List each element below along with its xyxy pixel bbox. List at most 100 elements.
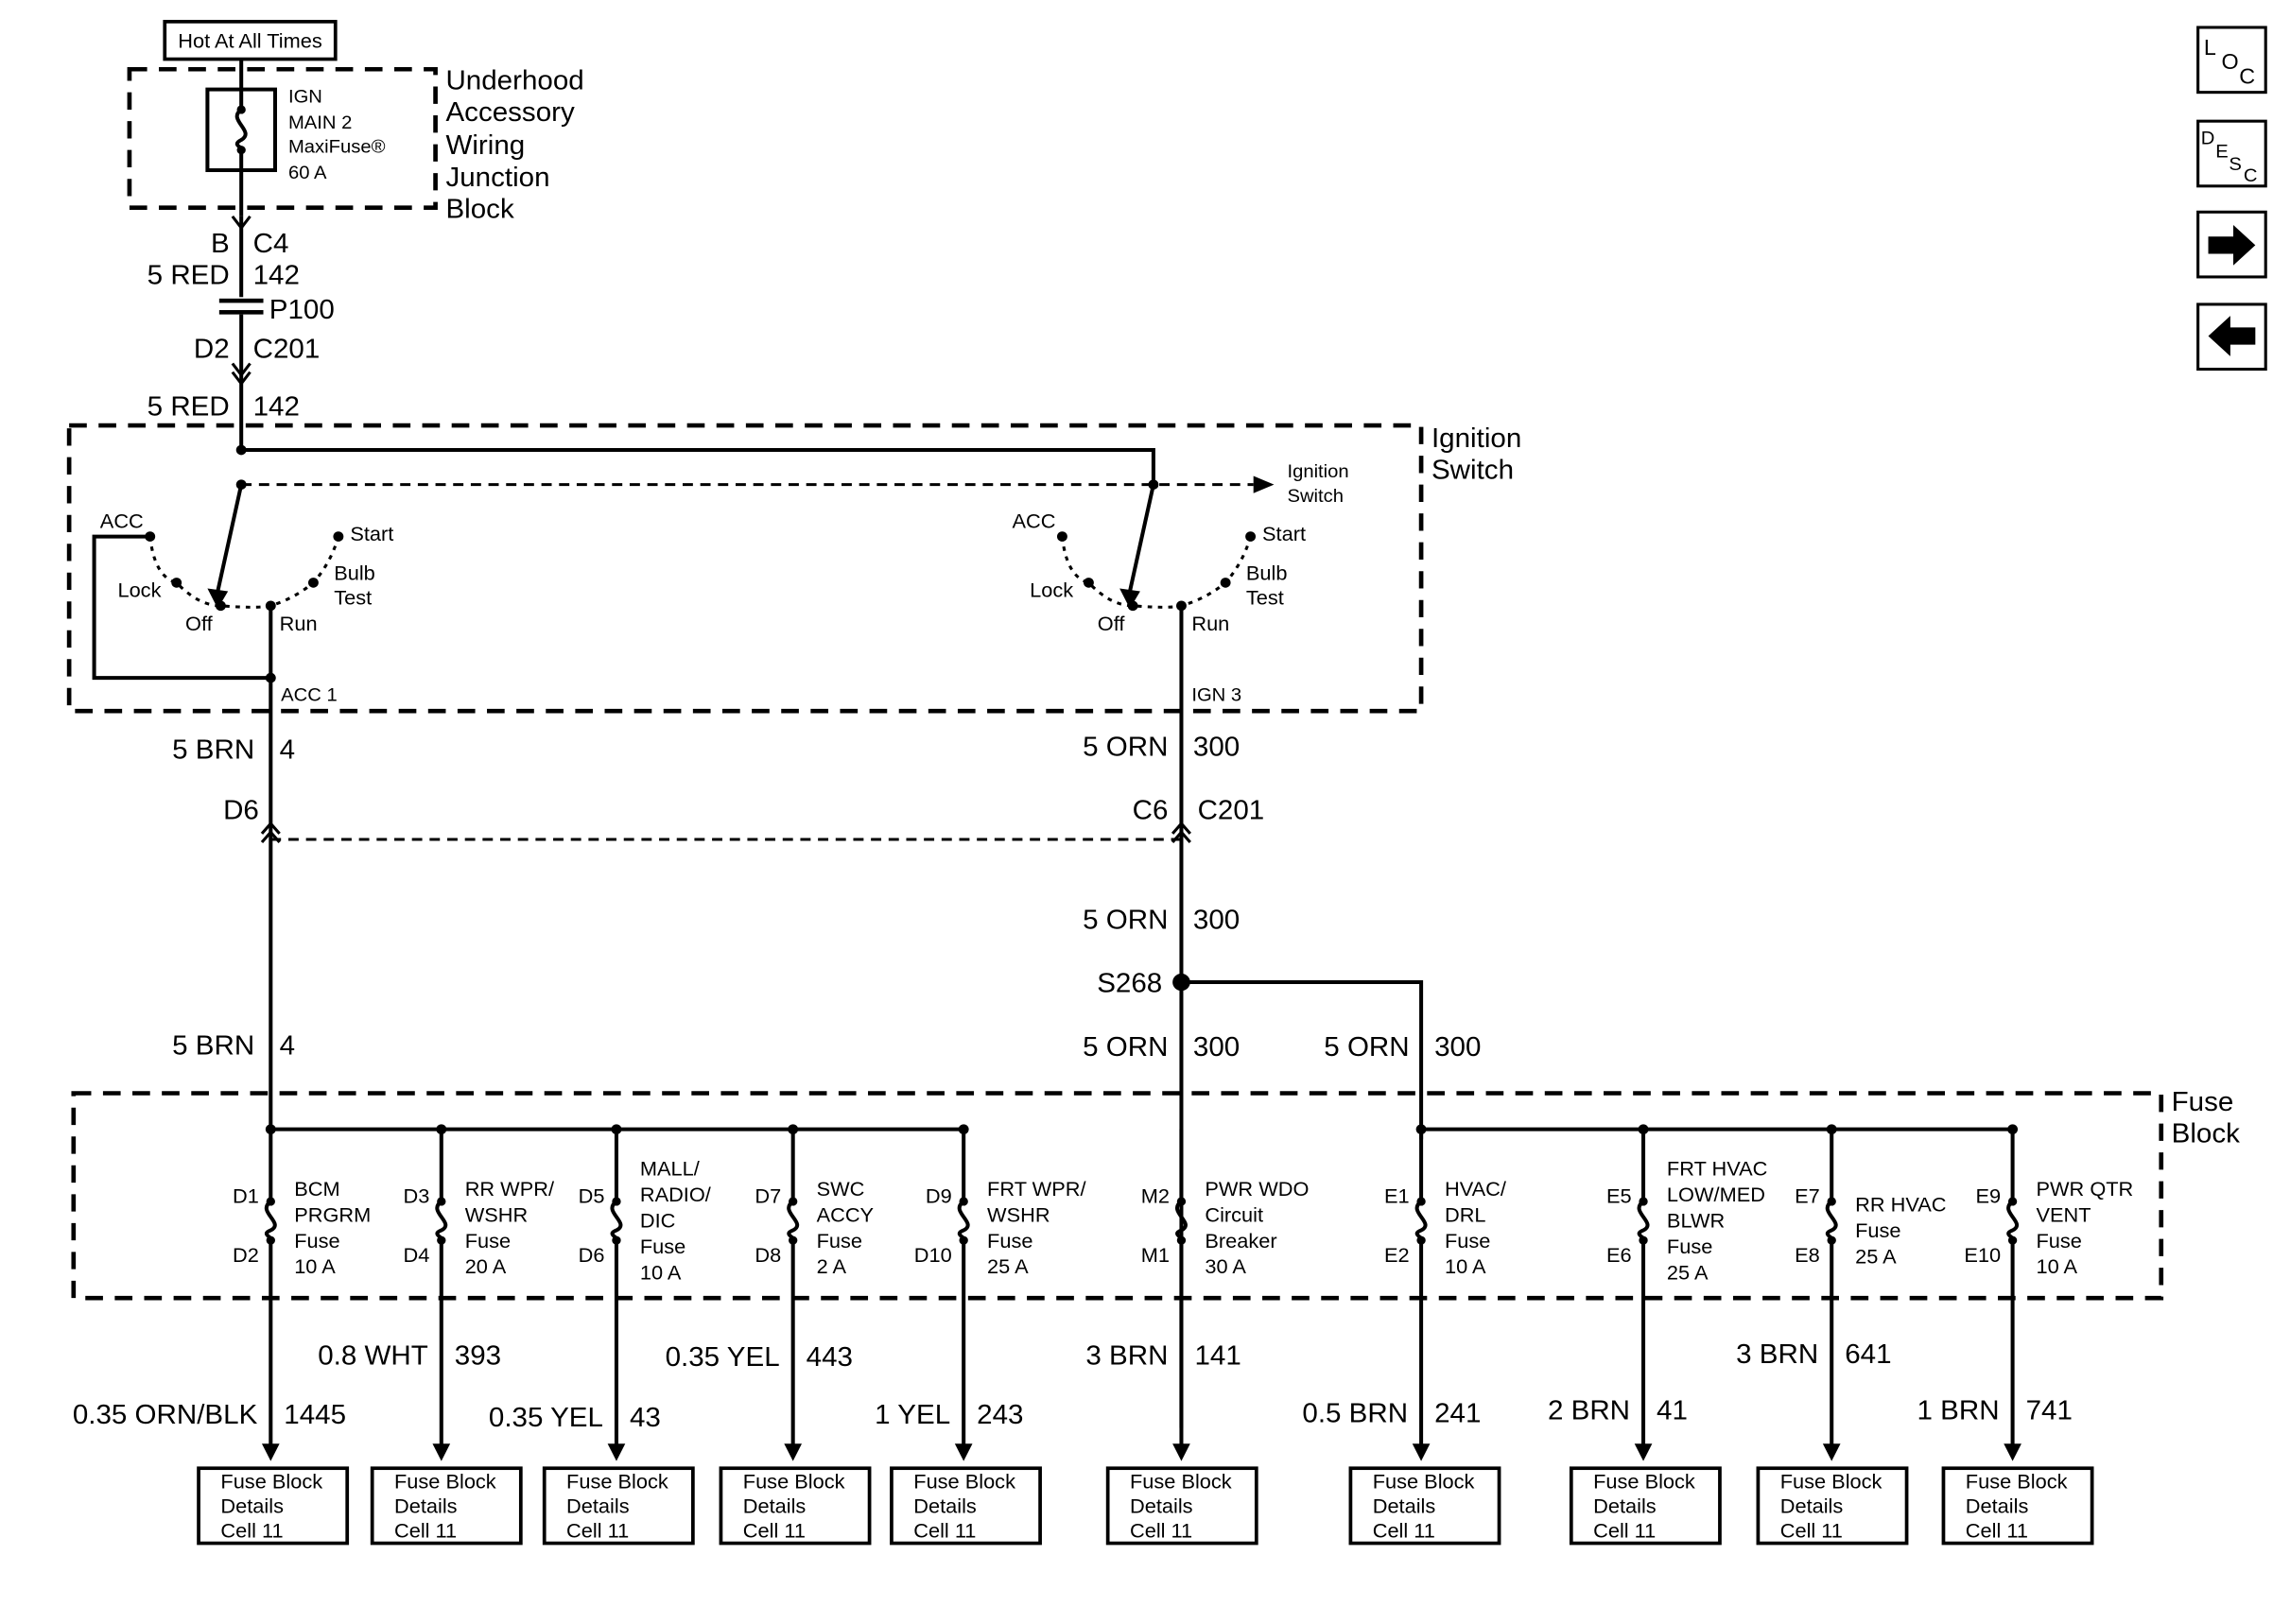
details-box-line: Details	[913, 1494, 977, 1518]
details-box-line: Cell 11	[394, 1519, 457, 1543]
next-page-button[interactable]	[2196, 210, 2267, 279]
desc-letter-e: E	[2215, 141, 2228, 162]
left-bulb-line-2: Test	[334, 585, 372, 609]
fuse-label-line: HVAC/	[1445, 1177, 1506, 1201]
fuse-label-line: PRGRM	[294, 1203, 371, 1227]
fuse-label-line: 10 A	[294, 1254, 336, 1278]
fuse-top-pin: M2	[1141, 1184, 1170, 1208]
fuse-label-line: 20 A	[465, 1254, 507, 1278]
fuse-label-line: RR WPR/	[465, 1177, 554, 1201]
wire-gauge: 2 BRN	[1548, 1396, 1630, 1426]
left-start-label: Start	[350, 522, 393, 545]
fuse-label-line: 10 A	[2036, 1254, 2077, 1278]
fuse-label-line: Fuse	[1667, 1235, 1712, 1258]
mid3-right-circuit: 300	[1434, 1032, 1481, 1063]
wire-gauge: 0.35 YEL	[666, 1342, 780, 1373]
details-box-line: Cell 11	[743, 1519, 806, 1543]
fuse-label-line: Fuse	[294, 1229, 339, 1253]
loc-letter-o: O	[2222, 49, 2239, 74]
maxifuse-line-3: MaxiFuse®	[288, 137, 386, 158]
fuse-bottom-pin: E8	[1795, 1243, 1820, 1267]
mid3-left-gauge: 5 BRN	[172, 1031, 254, 1062]
fuse-top-pin: E5	[1606, 1184, 1632, 1208]
details-box-line: Details	[1373, 1494, 1436, 1518]
ign3-label: IGN 3	[1191, 685, 1241, 706]
wire-gauge: 0.8 WHT	[318, 1341, 428, 1372]
details-box-line: Details	[1593, 1494, 1657, 1518]
fuse-bottom-pin: D4	[404, 1243, 430, 1267]
left-bulb-line-1: Bulb	[334, 561, 375, 585]
ignition-switch-left: ACC Lock Off Run Start Bulb Test ACC 1	[92, 484, 393, 1126]
details-box-line: Details	[566, 1494, 630, 1518]
middle-harness: 5 BRN 4 5 ORN 300 D6 C6 C201 5 ORN 300 S…	[172, 733, 1481, 1140]
ignition-title-line-1: Ignition	[1431, 423, 1521, 454]
fuse-bottom-pin: M1	[1141, 1243, 1170, 1267]
wire-circuit: 43	[630, 1403, 661, 1433]
underhood-line-2: Accessory	[445, 97, 575, 128]
loc-letter-l: L	[2204, 35, 2216, 60]
fuse-label-line: 2 A	[817, 1254, 847, 1278]
fuse-block-title-line-1: Fuse	[2172, 1087, 2234, 1117]
previous-page-button[interactable]	[2196, 302, 2267, 371]
details-box-line: Fuse Block	[394, 1470, 496, 1494]
fuse-label-line: FRT WPR/	[987, 1177, 1085, 1201]
fuse-label-line: WSHR	[465, 1203, 529, 1227]
details-box-line: Fuse Block	[913, 1470, 1015, 1494]
details-box-line: Fuse Block	[1130, 1470, 1232, 1494]
details-box-line: Cell 11	[1373, 1519, 1435, 1543]
fuse-label-line: RADIO/	[640, 1183, 711, 1206]
connector-c201-mid: C201	[1198, 796, 1265, 826]
right-arrow-icon	[2208, 225, 2256, 266]
mid-right-circuit: 300	[1193, 733, 1240, 763]
right-lock-label: Lock	[1030, 579, 1073, 602]
wire-gauge: 3 BRN	[1736, 1339, 1818, 1370]
underhood-line-1: Underhood	[445, 66, 583, 96]
details-box-line: Fuse Block	[1966, 1470, 2068, 1494]
fuse-bottom-pin: D8	[755, 1243, 781, 1267]
details-box-line: Details	[1780, 1494, 1844, 1518]
fuse-label-line: DIC	[640, 1209, 676, 1233]
wire-circuit: 241	[1434, 1399, 1481, 1429]
loc-button[interactable]: L O C	[2196, 26, 2267, 95]
left-run-label: Run	[280, 612, 318, 635]
fuse-label-line: Fuse	[817, 1229, 862, 1253]
details-box-line: Cell 11	[1780, 1519, 1843, 1543]
feed-circuit-142: B C4 5 RED 142 P100 D2 C201 5 RED 142	[147, 215, 335, 451]
mid3-mid-circuit: 300	[1193, 1032, 1240, 1063]
fuse-bottom-pin: E2	[1384, 1243, 1410, 1267]
left-arrow-icon	[2208, 316, 2256, 356]
desc-button[interactable]: D E S C	[2196, 119, 2267, 188]
fuse-label-line: 10 A	[640, 1261, 682, 1285]
fuse-label-line: Circuit	[1205, 1203, 1263, 1227]
left-acc-label: ACC	[100, 510, 144, 533]
fuse-top-pin: D1	[233, 1184, 259, 1208]
right-start-label: Start	[1262, 522, 1306, 545]
fuse-label-line: DRL	[1445, 1203, 1486, 1227]
mid-left-gauge: 5 BRN	[172, 735, 254, 766]
maxifuse-line-1: IGN	[288, 86, 322, 107]
fuse-label-line: 25 A	[1855, 1245, 1897, 1269]
wire-circuit: 243	[977, 1400, 1023, 1430]
